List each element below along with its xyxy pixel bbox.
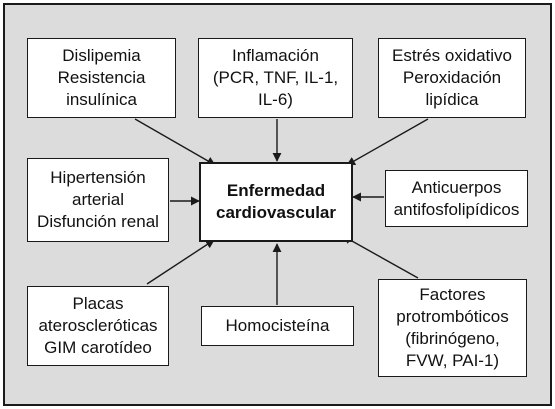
factores-line-2: protrombóticos bbox=[396, 307, 509, 326]
center-line-2: cardiovascular bbox=[215, 203, 336, 222]
arrow-dislipemia bbox=[134, 118, 216, 166]
dislipemia-line-2: Resistencia bbox=[57, 68, 146, 87]
factores-line-4: FVW, PAI-1) bbox=[405, 351, 500, 370]
center-line-1: Enfermedad bbox=[226, 181, 326, 200]
dislipemia-line-1: Dislipemia bbox=[62, 46, 141, 65]
estres-line-2: Peroxidación bbox=[402, 68, 502, 87]
node-homocisteina: Homocisteína bbox=[201, 306, 354, 346]
node-estres-oxidativo: Estrés oxidativo Peroxidación lipídica bbox=[378, 38, 526, 118]
anticuerpos-line-1: Anticuerpos bbox=[411, 177, 502, 197]
central-node-enfermedad-cardiovascular: Enfermedad cardiovascular bbox=[199, 162, 353, 242]
node-factores: Factores protrombóticos (fibrinógeno, FV… bbox=[378, 279, 527, 377]
node-placas: Placas ateroscleróticas GIM carotídeo bbox=[27, 286, 169, 366]
placas-line-3: GIM carotídeo bbox=[44, 338, 152, 357]
factores-line-1: Factores bbox=[419, 285, 486, 304]
node-hipertension: Hipertensión arterial Disfunción renal bbox=[27, 158, 169, 242]
inflamacion-line-2: (PCR, TNF, IL-1, bbox=[212, 68, 339, 87]
hipertension-line-3: Disfunción renal bbox=[37, 212, 159, 231]
dislipemia-line-3: insulínica bbox=[66, 90, 137, 109]
homocisteina-line-1: Homocisteína bbox=[225, 316, 330, 335]
estres-line-1: Estrés oxidativo bbox=[392, 46, 512, 65]
arrow-placas bbox=[146, 239, 215, 285]
inflamacion-line-3: IL-6) bbox=[258, 90, 293, 109]
node-dislipemia: Dislipemia Resistencia insulínica bbox=[27, 38, 176, 118]
hipertension-line-1: Hipertensión bbox=[50, 168, 146, 187]
arrow-factores bbox=[342, 235, 419, 279]
placas-line-1: Placas bbox=[72, 294, 124, 313]
placas-line-2: ateroscleróticas bbox=[38, 316, 158, 335]
node-inflamacion: Inflamación (PCR, TNF, IL-1, IL-6) bbox=[198, 38, 353, 118]
estres-line-3: lipídica bbox=[425, 90, 479, 109]
factores-line-3: (fibrinógeno, bbox=[405, 329, 500, 348]
inflamacion-line-1: Inflamación bbox=[232, 46, 319, 65]
arrow-estres bbox=[346, 118, 429, 166]
node-anticuerpos: Anticuerpos antifosfolipídicos bbox=[385, 170, 528, 227]
anticuerpos-line-2: antifosfolipídicos bbox=[393, 199, 520, 219]
hipertension-line-2: arterial bbox=[72, 190, 124, 209]
